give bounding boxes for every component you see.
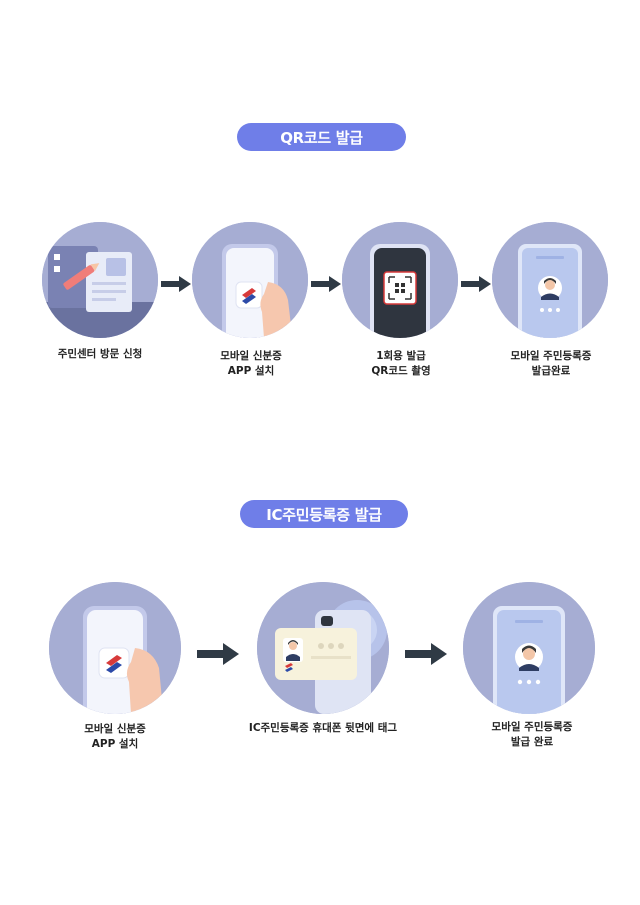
arrow-right-icon <box>161 276 191 292</box>
qr-scan-icon <box>342 222 458 338</box>
qr-section-title: QR코드 발급 <box>237 123 406 151</box>
mobile-id-icon <box>463 582 595 714</box>
ic-mobile-id-illustration <box>463 582 595 714</box>
mobile-id-illustration <box>492 222 608 338</box>
phone-app-icon <box>49 582 181 714</box>
visit-center-illustration <box>42 222 158 338</box>
ic-step3-label: 모바일 주민등록증 발급 완료 <box>491 721 573 748</box>
arrow-right-icon <box>311 276 341 292</box>
ic-tag-illustration <box>257 582 389 714</box>
ic-step2-label: IC주민등록증 휴대폰 뒷면에 태그 <box>248 722 398 734</box>
phone-app-icon <box>192 222 308 338</box>
install-app-illustration <box>192 222 308 338</box>
document-pen-icon <box>42 222 158 338</box>
mobile-id-icon <box>492 222 608 338</box>
arrow-right-icon <box>405 643 447 665</box>
ic-step1-label: 모바일 신분증 APP 설치 <box>84 723 146 750</box>
qr-step3-label: 1회용 발급 QR코드 촬영 <box>371 350 431 377</box>
arrow-right-icon <box>461 276 491 292</box>
ic-install-app-illustration <box>49 582 181 714</box>
arrow-right-icon <box>197 643 239 665</box>
nfc-card-tag-icon <box>257 582 389 714</box>
qr-step2-label: 모바일 신분증 APP 설치 <box>220 350 282 377</box>
qr-step4-label: 모바일 주민등록증 발급완료 <box>510 350 592 377</box>
qr-scan-illustration <box>342 222 458 338</box>
ic-section-title: IC주민등록증 발급 <box>240 500 408 528</box>
qr-step1-label: 주민센터 방문 신청 <box>57 348 143 360</box>
